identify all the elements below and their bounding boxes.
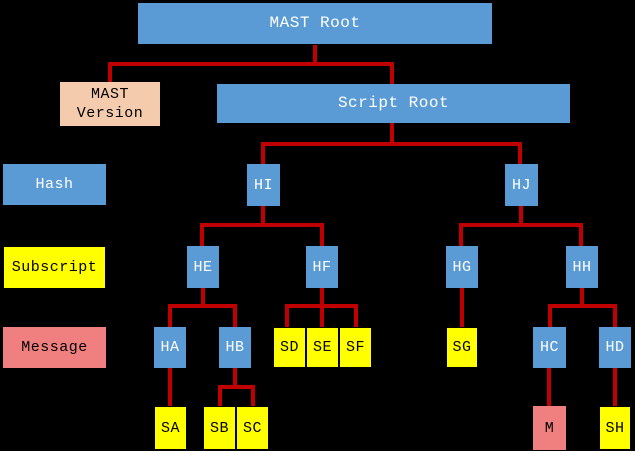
legend-subscript: Subscript [3,246,106,289]
node-m: M [533,406,566,450]
node-sd: SD [273,327,306,368]
node-mast-root: MAST Root [138,3,492,44]
node-se: SE [306,327,339,368]
node-hg: HG [446,246,478,288]
node-hf: HF [306,246,338,288]
node-hj: HJ [505,164,538,206]
node-sh: SH [599,406,631,450]
connector-line [168,304,237,328]
node-hb: HB [219,327,251,368]
legend-message: Message [3,327,106,368]
connector-line [108,62,394,86]
node-he: HE [187,246,219,288]
node-sg: SG [446,327,478,368]
connector-line [200,223,324,248]
legend-hash: Hash [3,164,106,205]
node-hh: HH [566,246,598,288]
connector-line [459,223,583,248]
node-sf: SF [339,327,372,368]
node-sc: SC [236,406,269,450]
connector-line [285,304,358,328]
node-hi: HI [247,164,280,206]
connector-line [218,385,255,408]
node-hd: HD [599,327,631,368]
node-sa: SA [154,406,187,450]
node-script-root: Script Root [217,84,570,123]
connector-line [261,142,522,166]
node-ha: HA [154,327,186,368]
connector-line [548,304,617,328]
node-mast-version: MAST Version [60,82,160,126]
node-sb: SB [203,406,236,450]
node-hc: HC [533,327,566,368]
